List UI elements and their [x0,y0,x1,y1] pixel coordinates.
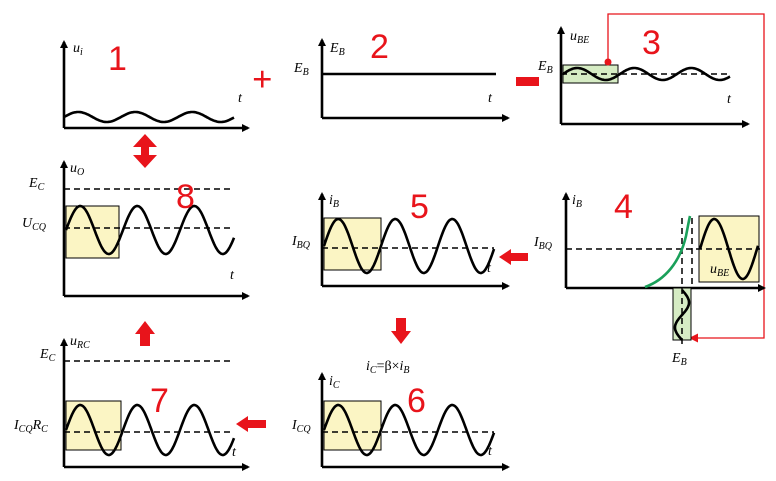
p2-xlabel: t [488,91,493,106]
double-arrow-1-8 [133,134,157,168]
p6-xlabel: t [488,444,493,459]
p5-level-label: IBQ [291,234,311,251]
p3-ylabel: uBE [570,29,589,46]
panel-6: iC ICQ t 6 iC=β×iB [291,359,510,471]
p5-ib-wave [322,217,496,275]
p4-level-label: IBQ [533,235,553,252]
arrow-7-to-8 [135,321,155,346]
p7-level-label: ICQRC [13,418,48,435]
p4-ylabel: iB [572,193,582,210]
connector-3-to-4 [607,13,765,343]
p6-formula: iC=β×iB [366,359,409,376]
panel-1: ui t 1 [60,40,250,132]
p3-level-label: EB [537,59,553,76]
minus-sign [516,77,539,86]
p2-number: 2 [370,28,389,66]
p1-xlabel: t [238,91,243,106]
panel-3: uBE EB t 3 [537,24,750,128]
p8-highlight-box [65,205,120,259]
plus-sign: + [252,59,273,99]
p4-input-characteristic-curve [644,215,692,289]
p1-input-wave [63,110,235,124]
p2-ylabel: EB [329,41,345,58]
p5-xlabel: t [487,261,492,276]
p7-xlabel: t [232,445,237,460]
p3-number: 3 [642,24,661,62]
p5-number: 5 [410,188,429,226]
p6-number: 6 [407,382,426,420]
p1-number: 1 [108,40,127,78]
p7-urc-wave [64,403,236,457]
p8-level-label: UCQ [22,216,47,233]
p4-ib-wave [698,217,760,281]
p6-ic-wave [322,403,496,457]
panel-8: uO EC UCQ t 8 [22,160,250,300]
p4-number: 4 [614,188,633,226]
panel-2: EB EB t 2 [293,28,510,122]
p6-level-label: ICQ [291,418,311,435]
p4-ube-vertical-wave [673,289,691,341]
p5-ylabel: iB [329,193,339,210]
p2-level-label: EB [293,61,309,78]
arrow-6-to-7 [236,416,266,432]
p4-xlabel: uBE [710,262,729,279]
p3-xlabel: t [727,92,732,107]
panel-5: iB IBQ t 5 [291,188,510,290]
p7-number: 7 [150,382,169,420]
p7-ylabel: uRC [70,334,90,351]
p8-xlabel: t [230,268,235,283]
p8-top-level-label: EC [28,176,45,193]
arrow-5-to-6 [391,318,411,344]
p1-ylabel: ui [73,41,83,58]
panel-7: uRC EC ICQRC t 7 [13,334,250,471]
p6-ylabel: iC [329,374,340,391]
p8-number: 8 [176,178,195,216]
p8-ylabel: uO [70,161,84,178]
p7-top-level-label: EC [39,347,56,364]
p3-ube-wave [562,66,731,82]
arrow-4-to-5 [499,249,528,265]
panel-4: iB IBQ uBE EB 4 [533,188,766,368]
p4-bottom-label: EB [671,351,687,368]
p8-uo-wave [64,204,236,256]
